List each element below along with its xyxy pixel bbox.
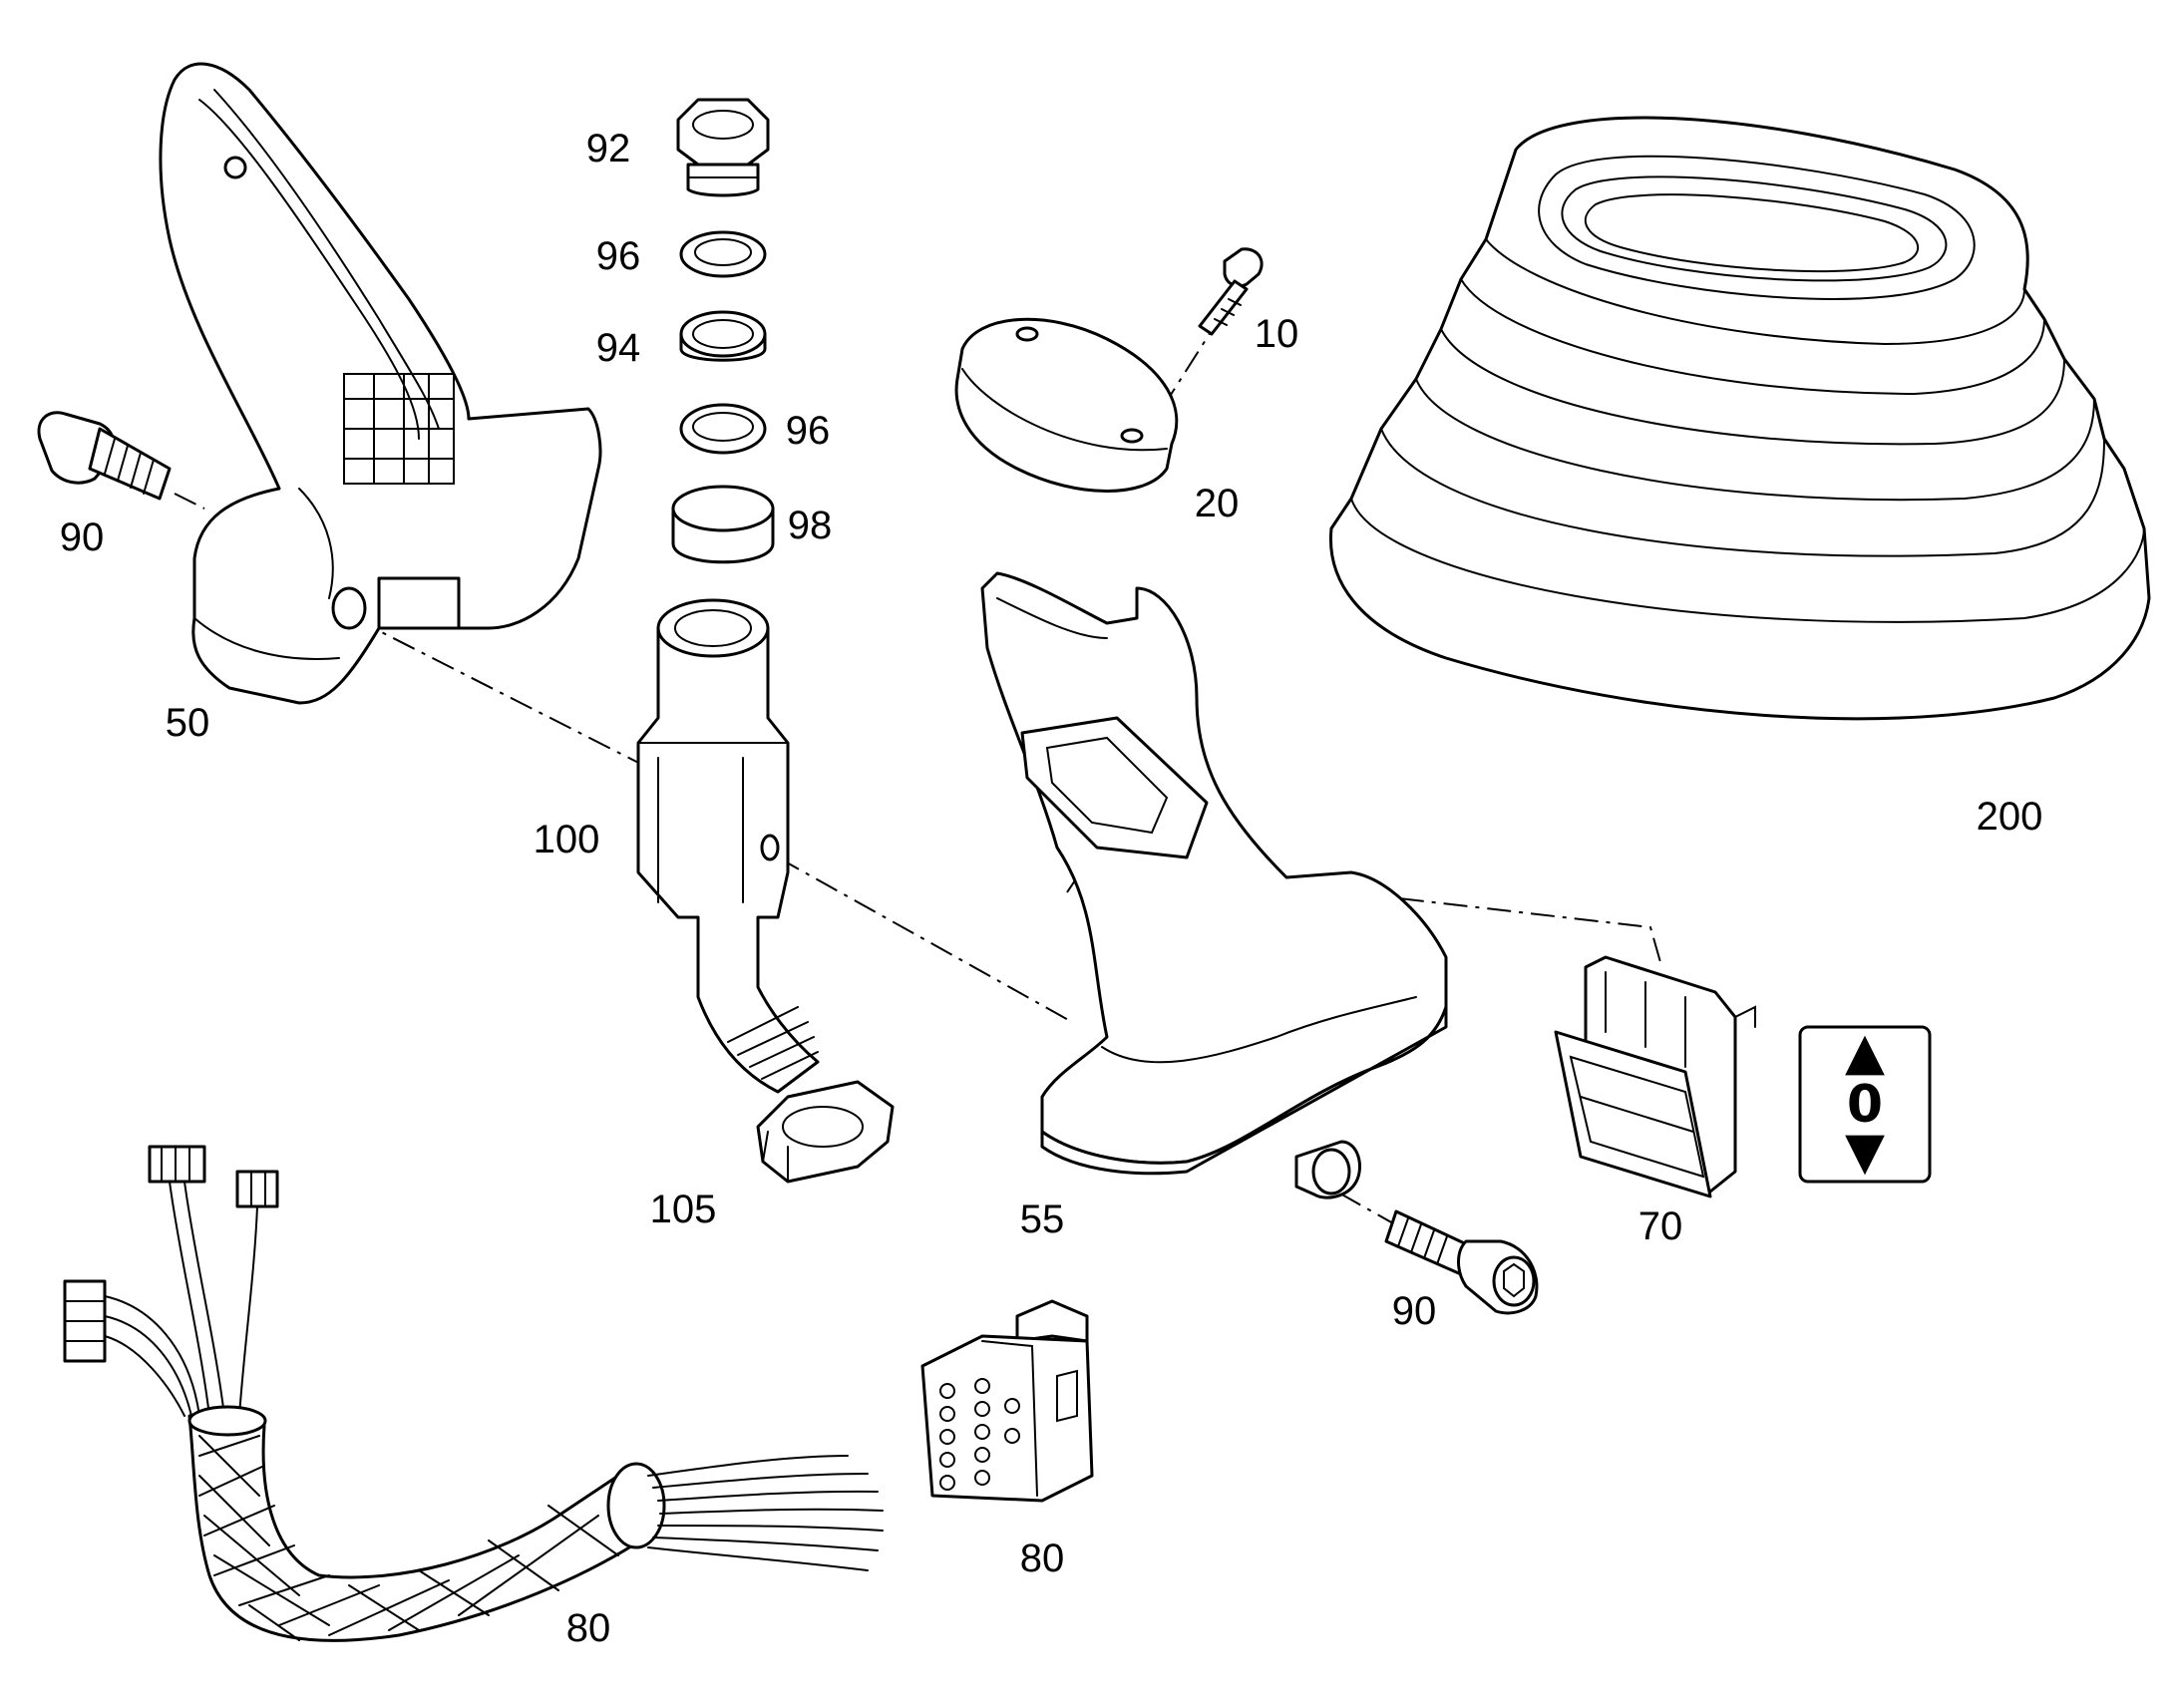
- nut-part-92: [676, 98, 770, 197]
- wire-harness-part-80: [63, 1145, 884, 1642]
- screw-part-10: [1198, 247, 1264, 336]
- ring-part-94: [679, 310, 767, 362]
- callout-80-harness: 80: [566, 1606, 611, 1650]
- washer-part-96-lower: [679, 403, 767, 455]
- connector-pin-grid: [939, 1378, 1020, 1491]
- hex-nut-part-105: [756, 1080, 895, 1184]
- cover-cap-part-20: [954, 317, 1179, 493]
- switch-symbol-down: ▼: [1845, 1122, 1885, 1182]
- washer-part-96-upper: [679, 230, 767, 278]
- callout-55: 55: [1020, 1197, 1065, 1241]
- callout-105: 105: [650, 1188, 717, 1231]
- callout-50: 50: [166, 701, 210, 745]
- callout-90-right: 90: [1392, 1289, 1437, 1333]
- callout-94: 94: [596, 326, 641, 370]
- callout-100: 100: [534, 818, 600, 861]
- callout-20: 20: [1195, 482, 1240, 525]
- rocker-switch-part-70: [1554, 955, 1756, 1198]
- callout-70: 70: [1638, 1204, 1683, 1248]
- callout-labels: 92 96 94 96 98 10 20 90 50 100 200 105 5…: [60, 127, 2043, 1650]
- bushing-part-98: [671, 485, 775, 564]
- switch-symbol-up: ▲: [1845, 1022, 1885, 1082]
- callout-98: 98: [788, 504, 833, 547]
- callout-10: 10: [1255, 312, 1299, 356]
- callout-96-lower: 96: [786, 409, 831, 453]
- handle-shell-part-50: [159, 62, 602, 705]
- switch-symbol-mid: 0: [1847, 1075, 1883, 1135]
- callout-80-connector: 80: [1020, 1537, 1065, 1580]
- connector-part-80: [920, 1299, 1094, 1503]
- callout-90-left: 90: [60, 515, 105, 559]
- callout-92: 92: [586, 127, 631, 171]
- switch-symbol-box: ▲ 0 ▼: [1798, 1022, 1932, 1184]
- rubber-boot-part-200: [1328, 116, 2151, 721]
- callout-96-upper: 96: [596, 234, 641, 278]
- screw-part-90-right: [1384, 1209, 1539, 1315]
- callout-200: 200: [1977, 795, 2043, 839]
- handle-body-part-55: [980, 571, 1448, 1199]
- screw-part-90-left: [37, 411, 172, 501]
- lever-shaft-part-100: [636, 598, 820, 1094]
